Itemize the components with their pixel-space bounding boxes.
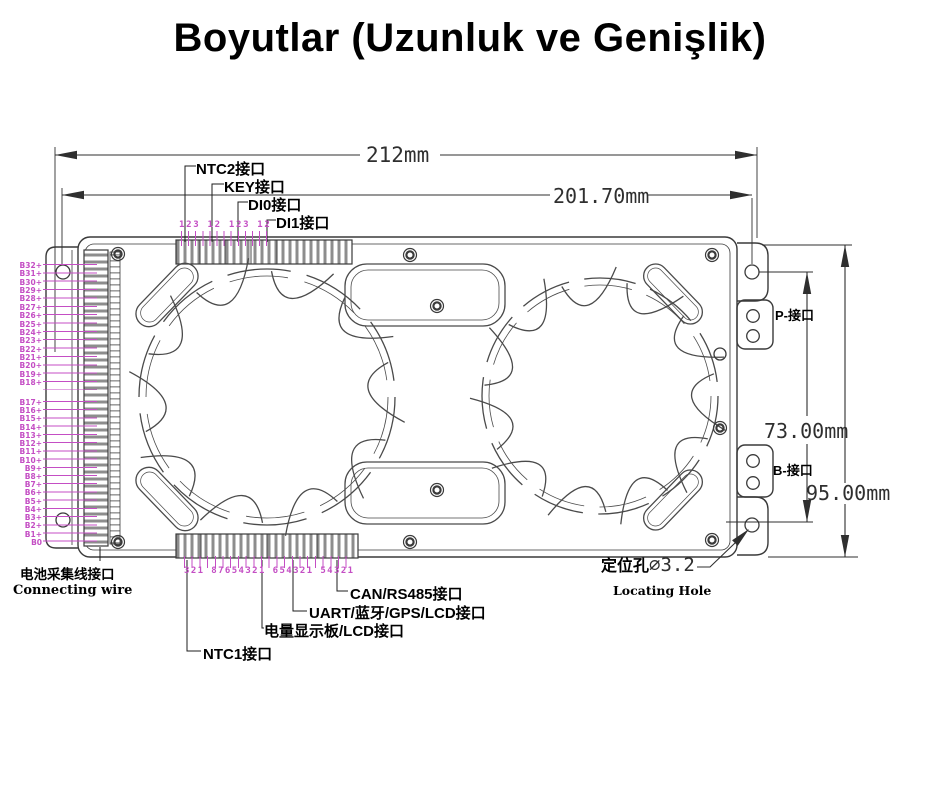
- screw-hole: [429, 298, 445, 314]
- locating-hole-label: 定位孔∅3.2: [601, 552, 695, 576]
- plain-holes: [55, 264, 760, 533]
- dim-total-height-label: 95.00mm: [806, 481, 891, 505]
- label-leaders: [99, 165, 348, 652]
- locating-hole-size: ∅3.2: [649, 554, 695, 576]
- pin-label: B30+: [19, 277, 42, 287]
- key-port-label: KEY接口: [224, 179, 285, 196]
- bottom-pin-ticks: [184, 556, 353, 568]
- locating-hole-label-en: Locating Hole: [613, 583, 712, 598]
- board-outline: [45, 236, 774, 558]
- pin-label: B16+: [19, 406, 42, 416]
- b-port-label: B-接口: [773, 463, 813, 478]
- p-port-label: P-接口: [775, 308, 815, 323]
- pin-label: B8+: [24, 471, 42, 481]
- dim-201-70: [61, 188, 753, 264]
- pin-label: B6+: [24, 488, 42, 498]
- pin-label: B24+: [19, 327, 42, 337]
- pin-label: B9+: [24, 463, 42, 473]
- battery-pin-labels-lower: B17+B16+B15+B14+B13+B12+B11+B10+B9+B8+B7…: [18, 398, 42, 547]
- screw-hole: [712, 420, 728, 436]
- pin-label: B20+: [19, 361, 42, 371]
- pin-label: B12+: [19, 439, 42, 449]
- pin-label: B17+: [19, 398, 42, 407]
- pin-label: B28+: [19, 294, 42, 304]
- dim-total-width-label: 212mm: [366, 143, 430, 167]
- pin-label: B25+: [19, 319, 42, 329]
- pin-label: B26+: [19, 311, 42, 321]
- screw-hole: [704, 532, 720, 548]
- pin-label: B5+: [24, 496, 42, 506]
- pin-label: B7+: [24, 480, 42, 490]
- pin-label: B2+: [24, 521, 42, 531]
- locating-hole-leader: [697, 529, 749, 568]
- battery-wire-port-label-en: Connecting wire: [13, 583, 133, 598]
- pin-label: B11+: [19, 447, 42, 457]
- pin-label: B3+: [24, 513, 42, 523]
- left-fan: [128, 258, 406, 536]
- b-port-bracket: [736, 444, 774, 498]
- dim-212: [54, 147, 758, 352]
- page-title: Boyutlar (Uzunluk ve Genişlik): [173, 16, 767, 60]
- pin-label: B10+: [19, 455, 42, 465]
- uart-bt-gps-lcd-port-label: UART/蓝牙/GPS/LCD接口: [309, 605, 486, 622]
- pin-label: B31+: [19, 269, 42, 279]
- dim-73: [726, 271, 813, 523]
- pin-label: B32+: [19, 261, 42, 270]
- pin-label: B1+: [24, 529, 42, 539]
- screw-hole: [402, 534, 418, 550]
- pin-label: B14+: [19, 422, 42, 432]
- pin-label: B0: [31, 537, 42, 547]
- power-display-lcd-port-label: 电量显示板/LCD接口: [264, 623, 404, 640]
- pin-label: B15+: [19, 414, 42, 424]
- pin-label: B4+: [24, 504, 42, 514]
- screw-hole: [429, 482, 445, 498]
- top-pin-numbers: 123 12 123 12: [179, 220, 272, 230]
- can-rs485-port-label: CAN/RS485接口: [350, 586, 463, 603]
- dim-95: [762, 244, 858, 558]
- locating-hole-label-cn: 定位孔: [601, 558, 650, 575]
- screw-hole: [704, 247, 720, 263]
- pin-label: B19+: [19, 369, 42, 379]
- di1-port-label: DI1接口: [276, 215, 330, 232]
- pin-leader-lines-lower: [43, 400, 97, 545]
- screw-hole: [402, 247, 418, 263]
- screw-hole: [110, 246, 126, 262]
- battery-wire-port-label-cn: 电池采集线接口: [20, 567, 115, 582]
- battery-pin-labels-upper: B32+B31+B30+B29+B28+B27+B26+B25+B24+B23+…: [18, 261, 42, 388]
- di0-port-label: DI0接口: [248, 197, 302, 214]
- pin-label: B27+: [19, 302, 42, 312]
- screw-hole: [110, 534, 126, 550]
- screw-holes: [110, 246, 728, 550]
- pin-label: B22+: [19, 344, 42, 354]
- pin-leader-lines-upper: [43, 263, 97, 390]
- center-cutouts: [344, 263, 506, 525]
- p-port-bracket: [736, 299, 774, 350]
- top-pin-ticks: [181, 231, 272, 246]
- dim-hole-height-label: 73.00mm: [764, 419, 849, 443]
- ntc2-port-label: NTC2接口: [196, 161, 266, 178]
- corner-cutouts: [135, 262, 704, 532]
- ntc1-port-label: NTC1接口: [203, 646, 273, 663]
- pin-label: B13+: [19, 430, 42, 440]
- pin-label: B21+: [19, 352, 42, 362]
- dim-hole-width-label: 201.70mm: [553, 184, 650, 208]
- pin-label: B23+: [19, 336, 42, 346]
- bottom-pin-numbers: 321 87654321 654321 54321: [184, 566, 355, 576]
- right-fan: [469, 266, 726, 525]
- dimension-lines: [54, 147, 858, 568]
- locating-hole: [744, 517, 760, 533]
- pin-label: B18+: [19, 378, 42, 388]
- right-top-hole: [744, 264, 760, 280]
- pin-label: B29+: [19, 286, 42, 296]
